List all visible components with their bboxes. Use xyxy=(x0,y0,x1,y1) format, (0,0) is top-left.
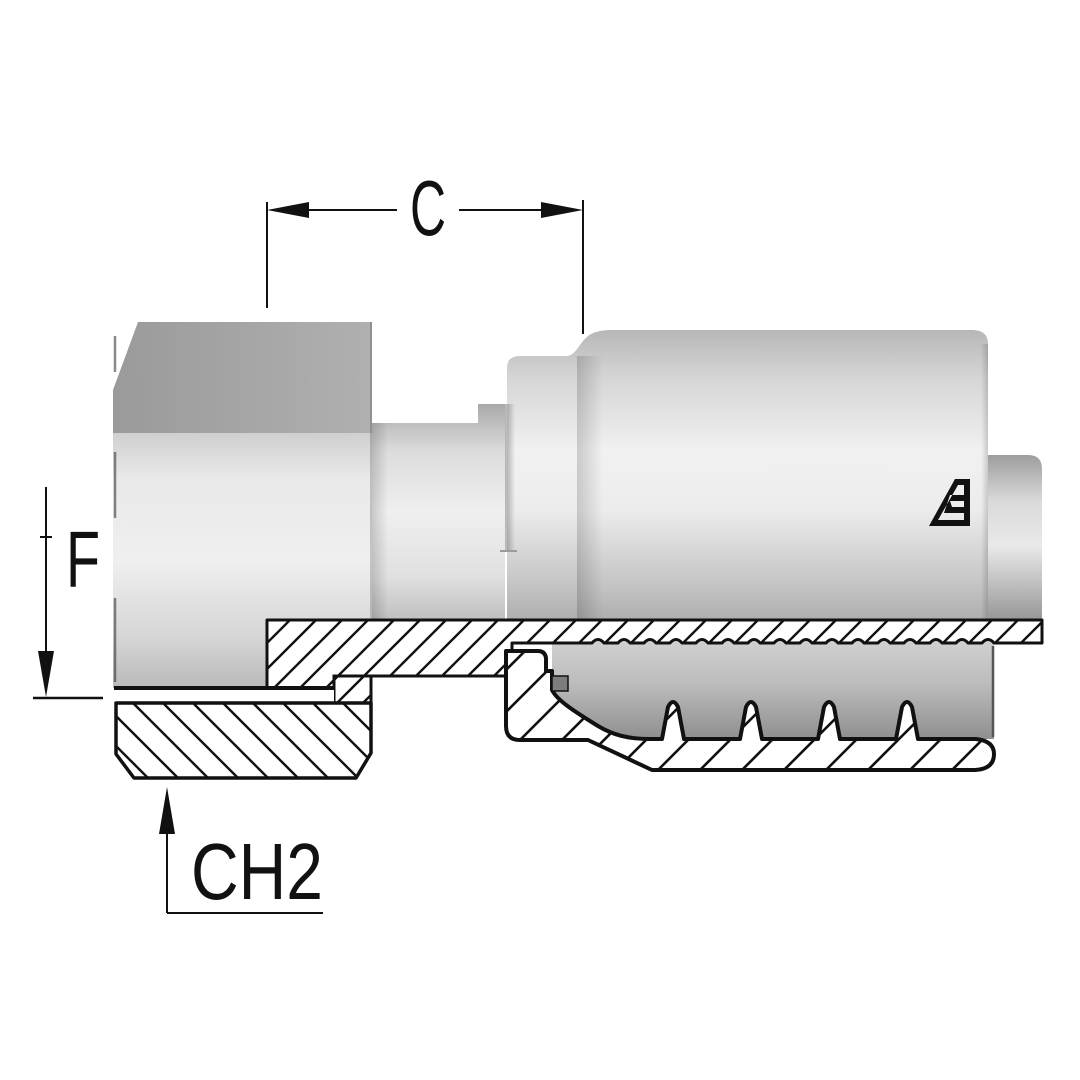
socket-step-shadow xyxy=(577,356,603,620)
socket-edge-shade xyxy=(981,344,988,620)
dimension-ch2-label: CH2 xyxy=(191,827,323,916)
section-view xyxy=(114,618,1044,780)
dimension-c xyxy=(266,200,584,334)
crimp-socket xyxy=(507,330,988,620)
hex-nut-top-flat xyxy=(113,322,372,433)
dimension-c-label: C xyxy=(410,164,446,252)
ring-groove-shadow xyxy=(505,404,515,551)
nipple-shoulder-section xyxy=(332,674,373,705)
snap-ring-groove xyxy=(551,675,569,692)
manufacturer-logo-icon xyxy=(929,479,970,526)
nut-section xyxy=(114,701,373,780)
ch2-arrow-up-icon xyxy=(159,787,175,834)
dimension-f-label: F xyxy=(66,515,100,604)
f-arrow-down-icon xyxy=(38,651,54,697)
c-arrow-left-icon xyxy=(267,202,309,218)
dimension-ch2 xyxy=(159,787,323,914)
c-arrow-right-icon xyxy=(541,202,583,218)
socket-cavity-surface xyxy=(552,636,994,739)
hose-tail-end xyxy=(988,455,1042,620)
fitting-body xyxy=(113,322,1042,688)
thread-gap xyxy=(116,689,334,703)
swivel-neck xyxy=(372,404,505,620)
dimension-f xyxy=(33,487,103,700)
neck-left-shade xyxy=(372,423,388,620)
